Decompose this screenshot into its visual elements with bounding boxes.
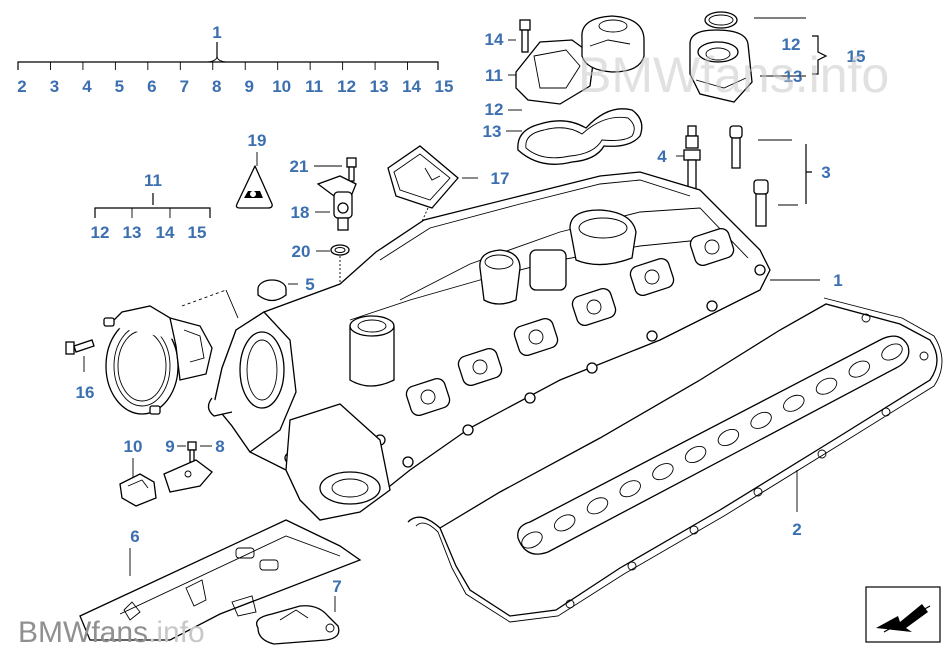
gasket-bolt-holes (565, 313, 929, 609)
top-row-callout: 14 (402, 77, 421, 96)
o-ring-20 (330, 244, 350, 256)
warning-label-icon (235, 165, 273, 209)
bolt-16 (65, 339, 95, 355)
top-row-callout: 7 (180, 77, 189, 96)
callout-21: 21 (290, 157, 309, 176)
callout-7: 7 (332, 577, 341, 596)
spark-seal-ring (553, 514, 576, 532)
group-11-callout: 14 (156, 223, 175, 242)
bolt-9 (187, 441, 197, 463)
spark-seal-ring (521, 531, 543, 549)
sensor-18 (316, 175, 357, 231)
spark-seal-ring (815, 377, 838, 395)
filler-neck (349, 315, 395, 387)
front-housing (207, 311, 297, 453)
top-row-callout: 8 (212, 77, 221, 96)
callout-10: 10 (124, 437, 143, 456)
filler-cap-17 (387, 145, 459, 209)
top-row-callout: 4 (82, 77, 92, 96)
top-row-callout: 15 (435, 77, 454, 96)
bolt-4 (683, 125, 701, 191)
coil-bosses (405, 227, 735, 417)
callout-12-top: 12 (485, 100, 504, 119)
callout-11: 11 (485, 66, 503, 85)
spark-seal-ring (586, 497, 609, 515)
flap-housing-16 (103, 305, 213, 415)
callout-8: 8 (215, 437, 224, 456)
spark-seal-ring (783, 394, 805, 412)
callout-2: 2 (792, 520, 801, 539)
top-row-callout: 13 (370, 77, 389, 96)
group-11-callout: 13 (123, 223, 142, 242)
top-row-callout: 10 (272, 77, 291, 96)
watermark-bottom: BMWfans.info (18, 616, 205, 649)
group-11-bracket (94, 193, 211, 218)
spark-seal-ring (619, 480, 641, 498)
watermark-top: BMWfans.info (578, 47, 889, 103)
callout-13-right: 13 (784, 67, 803, 86)
spark-seal-ring (848, 360, 871, 378)
group-11-callout: 15 (188, 223, 207, 242)
callout-19: 19 (248, 131, 267, 150)
callout-12-right: 12 (782, 35, 801, 54)
bolt-14 (519, 19, 531, 53)
separator-cover-11 (515, 15, 645, 105)
callout-13-top: 13 (483, 122, 502, 141)
callout-14: 14 (485, 30, 504, 49)
valve-cover-1 (207, 171, 820, 521)
bolt-21 (346, 157, 357, 182)
clip-10 (119, 473, 157, 507)
callout-3: 3 (821, 163, 830, 182)
group-11-labels: 12 13 14 15 (91, 223, 207, 242)
top-row-callout: 2 (17, 77, 26, 96)
callout-1-cover: 1 (833, 271, 842, 290)
top-row-callout: 5 (115, 77, 124, 96)
callout-16: 16 (76, 383, 95, 402)
spark-seal-ring (652, 463, 674, 481)
callout-5: 5 (305, 275, 314, 294)
spark-seal-ring (684, 445, 707, 464)
callout-4: 4 (657, 147, 667, 166)
callout-6: 6 (130, 527, 139, 546)
o-ring-top-right (704, 11, 738, 29)
callout-9: 9 (165, 437, 174, 456)
gasket-12-13 (517, 108, 643, 165)
top-row-callout: 6 (147, 77, 156, 96)
breather-lower (285, 403, 391, 521)
top-row-callout: 12 (337, 77, 356, 96)
watermark-suffix: .info (148, 616, 205, 649)
callout-20: 20 (292, 242, 311, 261)
spark-seal-ring (881, 343, 903, 361)
bolt-3a (729, 125, 743, 169)
heat-shield-6 (79, 519, 362, 641)
top-row-labels: 2 3 4 5 6 7 8 9 10 11 12 13 14 15 (17, 77, 453, 96)
bolt-3b (753, 179, 769, 227)
callout-1-title: 1 (212, 23, 221, 42)
bracket-8 (163, 459, 213, 493)
svg-text:BMWfans.info: BMWfans.info (18, 616, 205, 649)
separator-housing (479, 209, 637, 305)
gasket-2 (407, 297, 943, 623)
callout-18: 18 (291, 203, 310, 222)
spark-seal-ring (750, 411, 772, 429)
watermark-brand: BMWfans (18, 616, 148, 649)
group-11-callout: 12 (91, 223, 110, 242)
spark-seal-ring (717, 428, 740, 447)
bracket-7 (255, 605, 340, 645)
top-row-callout: 9 (244, 77, 253, 96)
corner-arrow-icon (865, 586, 941, 643)
callout-17: 17 (491, 169, 510, 188)
callout-11-group: 11 (144, 171, 162, 190)
top-row-callout: 3 (50, 77, 59, 96)
top-row-callout: 11 (305, 77, 323, 96)
callout-15-right: 15 (847, 47, 866, 66)
valve-15 (689, 29, 753, 103)
plug-5 (257, 279, 287, 302)
header-bracket (17, 42, 439, 70)
